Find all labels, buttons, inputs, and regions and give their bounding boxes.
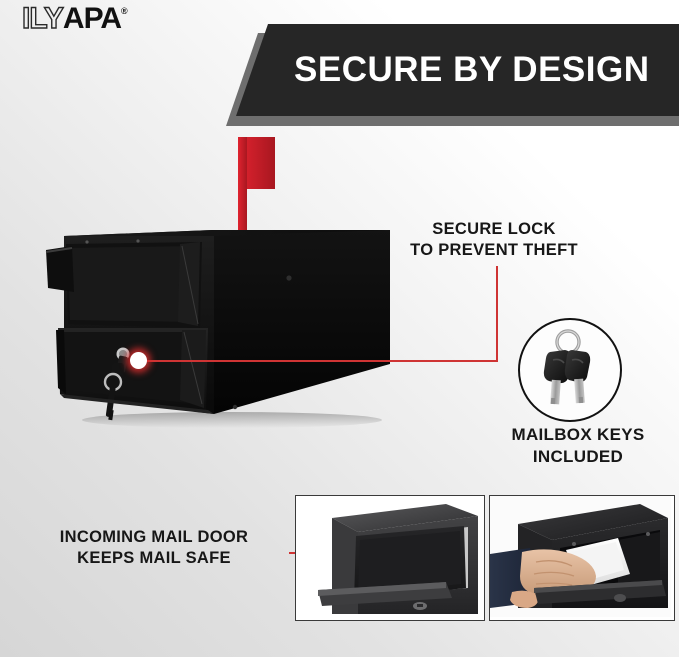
header-banner-body: SECURE BY DESIGN (236, 24, 679, 116)
mailbox-bottom-rim (60, 394, 214, 414)
callout-secure-lock: SECURE LOCK TO PREVENT THEFT (388, 219, 600, 261)
brand-logo-outline-text: ILY (21, 2, 64, 35)
product-shadow (82, 412, 382, 428)
marker-dot-lock (130, 352, 147, 369)
key-ring-highlight (556, 330, 580, 354)
header-banner: SECURE BY DESIGN (226, 24, 679, 128)
leader-line-lock-vertical (496, 266, 498, 361)
brand-logo-solid-text: APA (62, 2, 122, 35)
mailbox-side-screw (232, 404, 238, 410)
callout-incoming-mail-door-line2: KEEPS MAIL SAFE (77, 549, 231, 567)
product-photo-main (42, 132, 398, 428)
detail-photo-incoming-mail-door (295, 495, 485, 621)
caption-mailbox-keys-line1: MAILBOX KEYS (511, 425, 645, 444)
callout-secure-lock-line2: TO PREVENT THEFT (410, 241, 578, 259)
header-banner-title: SECURE BY DESIGN (294, 50, 650, 89)
caption-mailbox-keys-line2: INCLUDED (532, 447, 624, 466)
mailbox-lock-with-key (103, 347, 130, 421)
mailbox-keys-icon (518, 318, 622, 422)
mailbox-locking-door (56, 328, 208, 410)
caption-mailbox-keys: MAILBOX KEYS INCLUDED (478, 424, 678, 468)
key-left-icon (543, 350, 572, 405)
callout-secure-lock-line1: SECURE LOCK (432, 220, 556, 238)
callout-incoming-mail-door: INCOMING MAIL DOOR KEEPS MAIL SAFE (24, 527, 284, 569)
brand-logo: ILY APA ® (21, 2, 128, 36)
mailbox-side-rivet (286, 275, 292, 281)
mailbox-outgoing-door (45, 239, 202, 328)
detail-photo-hand-inserting-mail (489, 495, 675, 621)
key-right-icon (564, 350, 591, 404)
leader-line-lock-horizontal (138, 360, 498, 362)
registered-trademark-icon: ® (121, 6, 128, 16)
mailbox-side-face (214, 230, 390, 414)
callout-incoming-mail-door-line1: INCOMING MAIL DOOR (59, 528, 249, 546)
